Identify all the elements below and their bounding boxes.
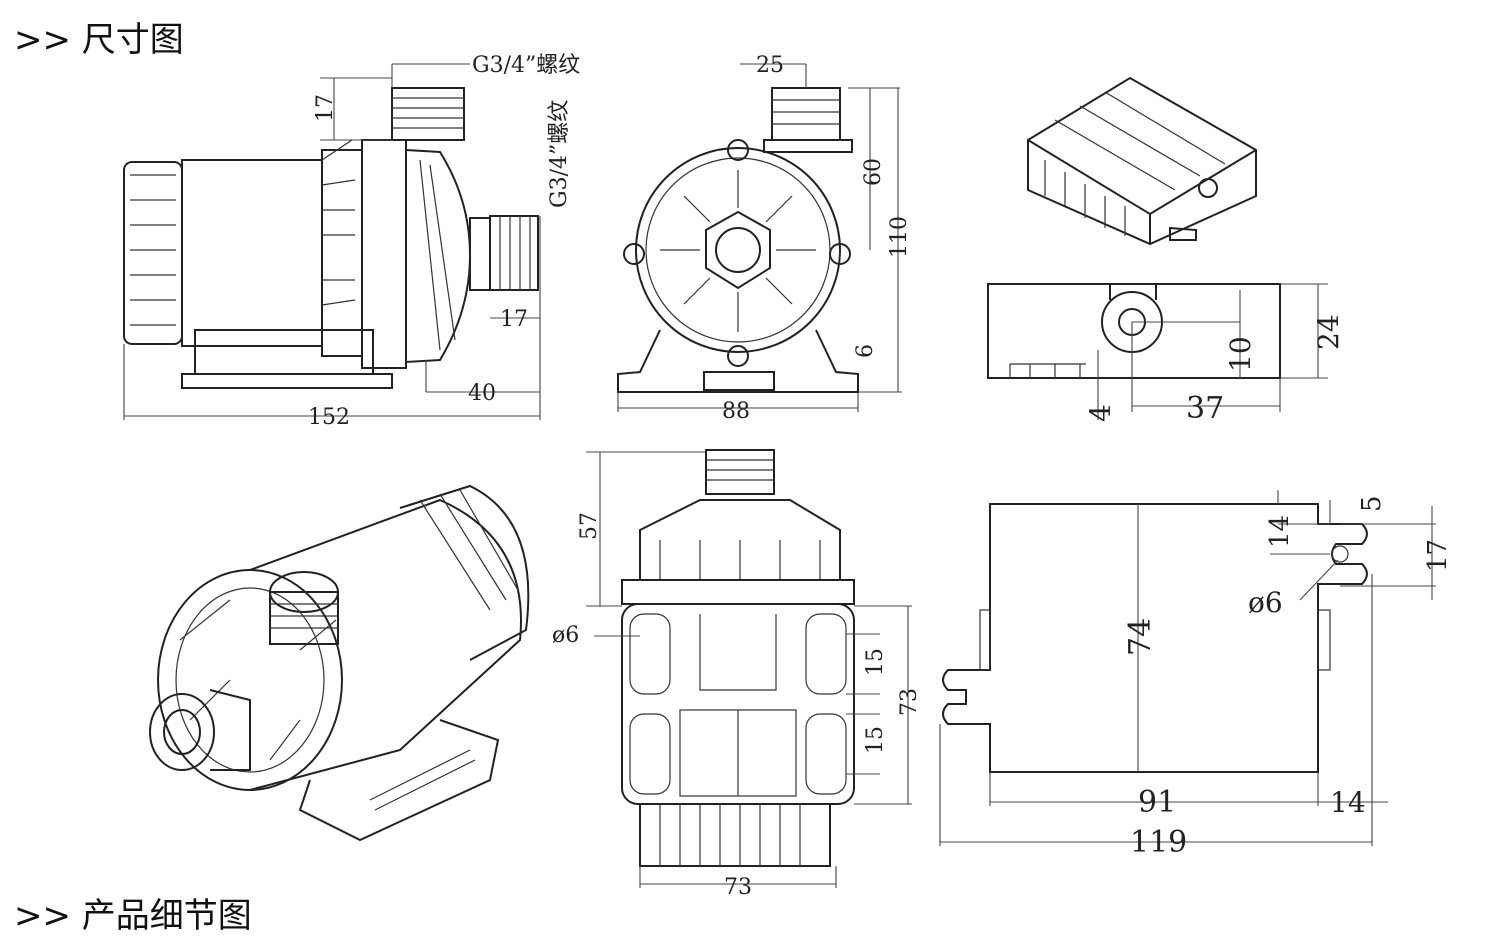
dim-74: 74 — [1123, 618, 1158, 656]
pump-base-view: 57 ø6 15 15 73 73 — [552, 449, 922, 900]
thread-top-label: G3/4”螺纹 — [472, 53, 580, 78]
dim-phi6-base: ø6 — [552, 623, 579, 648]
dim-10: 10 — [1224, 336, 1257, 372]
dim-91: 91 — [1138, 785, 1176, 820]
dim-73-right: 73 — [897, 688, 922, 716]
dim-73-bottom: 73 — [724, 875, 752, 900]
dim-25: 25 — [756, 53, 784, 78]
pump-side-view: G3/4”螺纹 G3/4”螺纹 17 17 40 152 — [123, 53, 580, 430]
controller-side-view: 24 10 4 37 — [987, 283, 1345, 426]
product-details-heading: >> 产品细节图 — [14, 896, 252, 936]
dimensions-heading: >> 尺寸图 — [14, 20, 184, 60]
dim-phi6-plan: ø6 — [1248, 586, 1283, 619]
dim-17-top: 17 — [313, 94, 338, 122]
dim-14-bottom: 14 — [1330, 786, 1366, 819]
dim-40: 40 — [468, 381, 496, 406]
dim-6: 6 — [853, 344, 878, 358]
dim-17-side: 17 — [500, 307, 528, 332]
dim-119: 119 — [1130, 825, 1187, 860]
dim-4: 4 — [1084, 404, 1117, 422]
dim-14-top: 14 — [1265, 515, 1295, 548]
dim-37: 37 — [1186, 391, 1224, 426]
dim-17-plan: 17 — [1423, 539, 1453, 572]
controller-isometric-view — [1027, 76, 1257, 246]
dim-24: 24 — [1312, 314, 1345, 350]
pump-isometric-view — [149, 484, 530, 842]
controller-plan-view: 5 14 17 ø6 74 91 14 119 — [939, 490, 1453, 860]
pump-front-view: 25 60 110 6 88 — [617, 53, 912, 424]
dim-15-a: 15 — [863, 648, 888, 676]
dim-57: 57 — [577, 512, 602, 540]
thread-side-label: G3/4”螺纹 — [547, 100, 572, 208]
dim-5: 5 — [1357, 495, 1387, 512]
dim-152: 152 — [308, 405, 350, 430]
dim-110: 110 — [887, 216, 912, 258]
dim-15-b: 15 — [863, 726, 888, 754]
dim-60: 60 — [861, 158, 886, 186]
dim-88: 88 — [722, 399, 750, 424]
